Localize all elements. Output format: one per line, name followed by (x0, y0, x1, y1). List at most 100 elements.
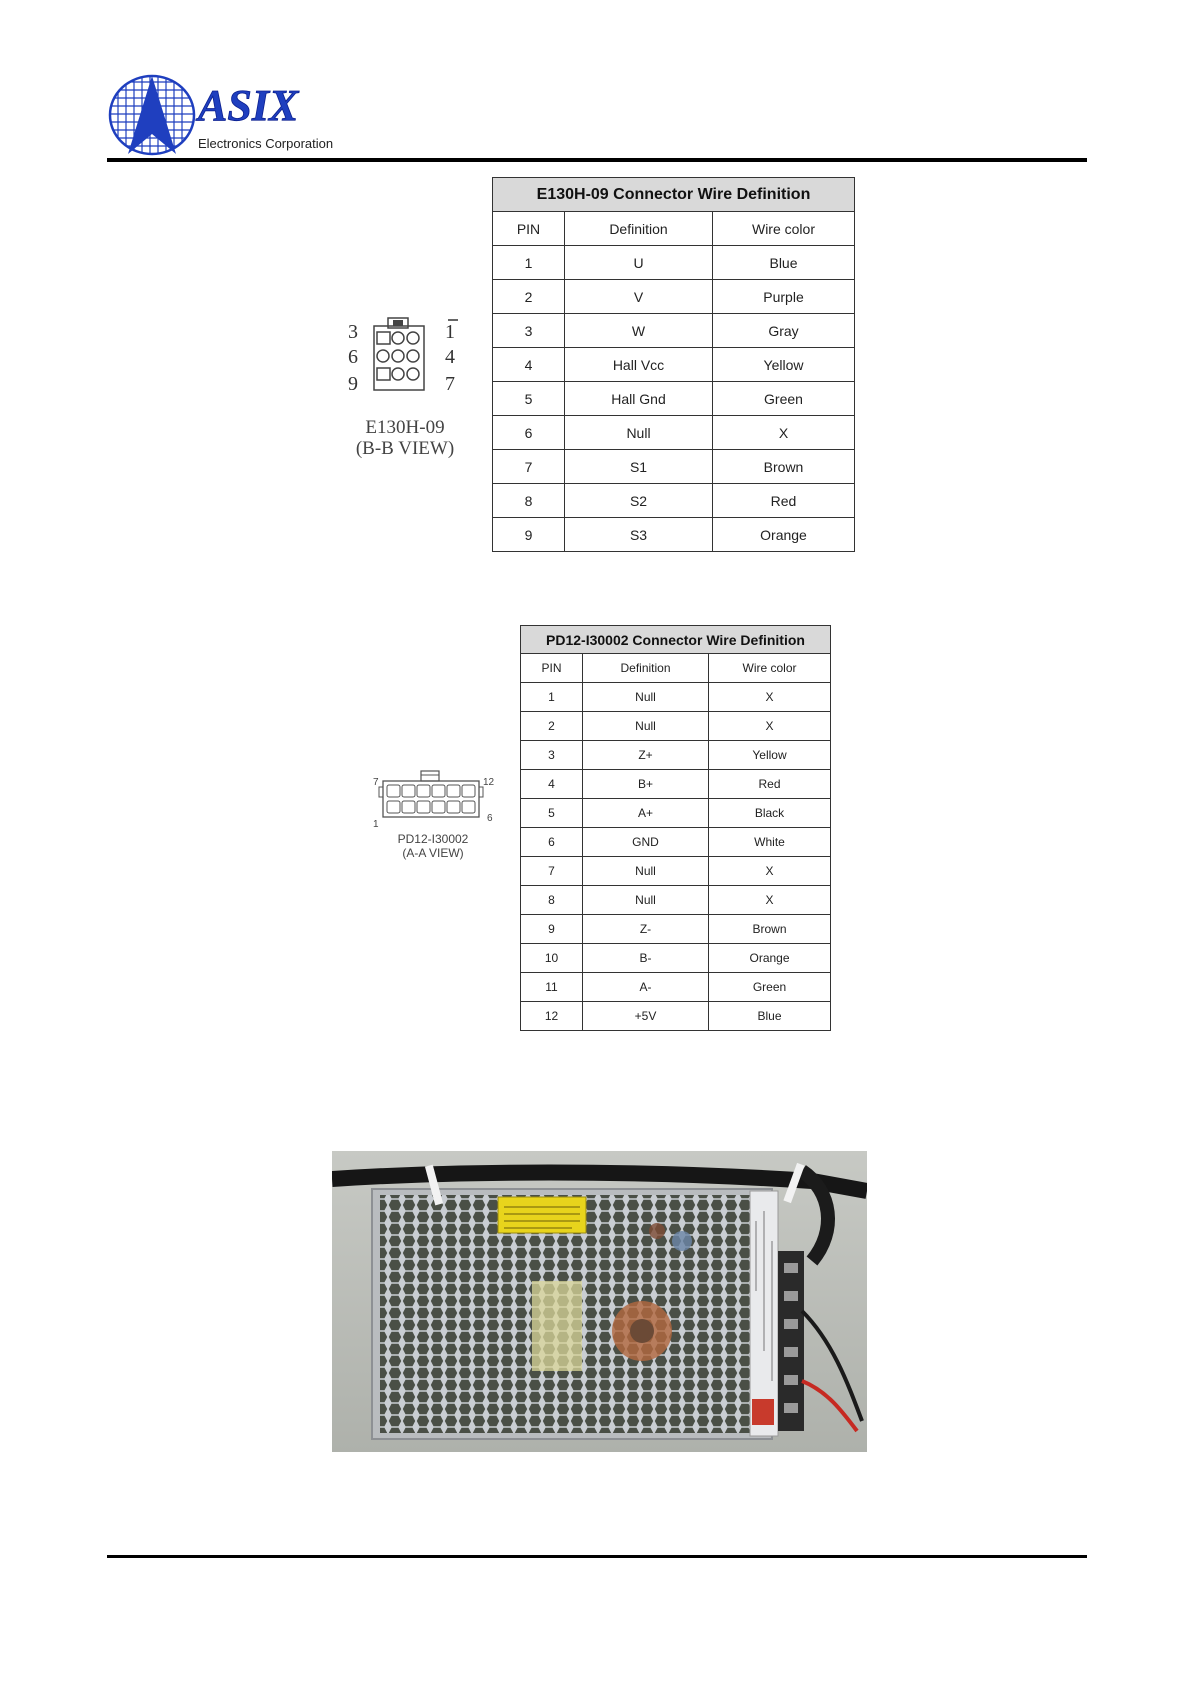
pin-cell: 11 (520, 972, 583, 1002)
table-row: 7 S1 Brown (492, 449, 855, 484)
pin-cell: 7 (492, 449, 565, 484)
pin-label: 3 (348, 321, 358, 343)
column-header: PIN (520, 653, 583, 683)
wire-color-cell: Black (707, 798, 832, 828)
table-row: 2 V Purple (492, 279, 855, 314)
pin-cell: 6 (520, 827, 583, 857)
header-rule (107, 158, 1087, 162)
table-row: 10 B- Orange (520, 943, 832, 973)
wire-color-cell: Yellow (707, 740, 832, 770)
table-header-row: PIN Definition Wire color (492, 211, 855, 246)
wire-color-cell: Green (712, 381, 855, 416)
definition-cell: A- (582, 972, 709, 1002)
pin-cell: 3 (492, 313, 565, 348)
wire-color-cell: Orange (707, 943, 832, 973)
definition-cell: Z+ (582, 740, 709, 770)
wire-color-cell: Red (707, 769, 832, 799)
pin-cell: 1 (492, 245, 565, 280)
pin-label: 9 (348, 373, 358, 395)
pin-cell: 12 (520, 1001, 583, 1031)
column-header: PIN (492, 211, 565, 246)
table-row: 2 Null X (520, 711, 832, 741)
table-row: 3 W Gray (492, 313, 855, 348)
table-row: 12 +5V Blue (520, 1001, 832, 1031)
wire-color-cell: Brown (707, 914, 832, 944)
pin-cell: 4 (492, 347, 565, 382)
wire-color-cell: Red (712, 483, 855, 518)
pin-cell: 5 (492, 381, 565, 416)
connector-view: (A-A VIEW) (402, 846, 463, 860)
table-row: 4 Hall Vcc Yellow (492, 347, 855, 382)
definition-cell: Null (582, 856, 709, 886)
pin-cell: 5 (520, 798, 583, 828)
pin-cell: 3 (520, 740, 583, 770)
definition-cell: Null (582, 885, 709, 915)
definition-cell: S2 (564, 483, 713, 518)
table-title: PD12-I30002 Connector Wire Definition (519, 625, 832, 654)
pin-cell: 8 (520, 885, 583, 915)
definition-cell: B- (582, 943, 709, 973)
table-header-row: PIN Definition Wire color (520, 653, 832, 683)
pin-label: 6 (487, 813, 493, 824)
company-subtitle: Electronics Corporation (198, 136, 333, 151)
pin-cell: 2 (520, 711, 583, 741)
wire-color-cell: Blue (712, 245, 855, 280)
definition-cell: Null (582, 711, 709, 741)
definition-cell: Null (564, 415, 713, 450)
connector-model: PD12-I30002 (398, 832, 469, 846)
table-row: 1 Null X (520, 682, 832, 712)
definition-cell: B+ (582, 769, 709, 799)
company-logo: ASIX Electronics Corporation (108, 74, 348, 156)
pin-label: 6 (348, 346, 358, 368)
table-row: 3 Z+ Yellow (520, 740, 832, 770)
table-row: 8 Null X (520, 885, 832, 915)
wire-color-cell: White (707, 827, 832, 857)
wire-color-cell: Purple (712, 279, 855, 314)
table-row: 6 GND White (520, 827, 832, 857)
pin-cell: 6 (492, 415, 565, 450)
pin-cell: 2 (492, 279, 565, 314)
definition-cell: V (564, 279, 713, 314)
pin-cell: 7 (520, 856, 583, 886)
table-row: 5 Hall Gnd Green (492, 381, 855, 416)
wire-color-cell: Brown (712, 449, 855, 484)
wire-color-cell: Gray (712, 313, 855, 348)
pin-cell: 9 (492, 517, 565, 552)
definition-cell: A+ (582, 798, 709, 828)
pin-label: 7 (445, 373, 455, 395)
definition-cell: U (564, 245, 713, 280)
column-header: Definition (582, 653, 709, 683)
pin-label: 4 (445, 346, 455, 368)
connector-diagram-pd12: 7 12 1 6 PD12-I30002 (A-A VIEW) (365, 765, 505, 865)
table-row: 4 B+ Red (520, 769, 832, 799)
table-row: 7 Null X (520, 856, 832, 886)
pin-cell: 1 (520, 682, 583, 712)
pin-label: 7 (373, 777, 379, 788)
column-header: Definition (564, 211, 713, 246)
pin-cell: 8 (492, 483, 565, 518)
definition-cell: Z- (582, 914, 709, 944)
table-row: 9 S3 Orange (492, 517, 855, 552)
table-row: 5 A+ Black (520, 798, 832, 828)
wire-color-cell: X (707, 885, 832, 915)
e130h-wire-definition-table: E130H-09 Connector Wire Definition PIN D… (492, 177, 855, 552)
pin-cell: 4 (520, 769, 583, 799)
table-row: 9 Z- Brown (520, 914, 832, 944)
table-row: 8 S2 Red (492, 483, 855, 518)
power-supply-photo (332, 1151, 867, 1452)
wire-color-cell: X (707, 856, 832, 886)
pd12-wire-definition-table: PD12-I30002 Connector Wire Definition PI… (519, 625, 832, 1031)
table-title: E130H-09 Connector Wire Definition (492, 177, 855, 212)
definition-cell: Hall Gnd (564, 381, 713, 416)
table-row: 6 Null X (492, 415, 855, 450)
column-header: Wire color (707, 653, 832, 683)
definition-cell: S1 (564, 449, 713, 484)
wire-color-cell: Yellow (712, 347, 855, 382)
pin-cell: 9 (520, 914, 583, 944)
column-header: Wire color (712, 211, 855, 246)
table-row: 1 U Blue (492, 245, 855, 280)
definition-cell: Hall Vcc (564, 347, 713, 382)
pin-label: 1 (445, 321, 455, 343)
table-row: 11 A- Green (520, 972, 832, 1002)
definition-cell: S3 (564, 517, 713, 552)
